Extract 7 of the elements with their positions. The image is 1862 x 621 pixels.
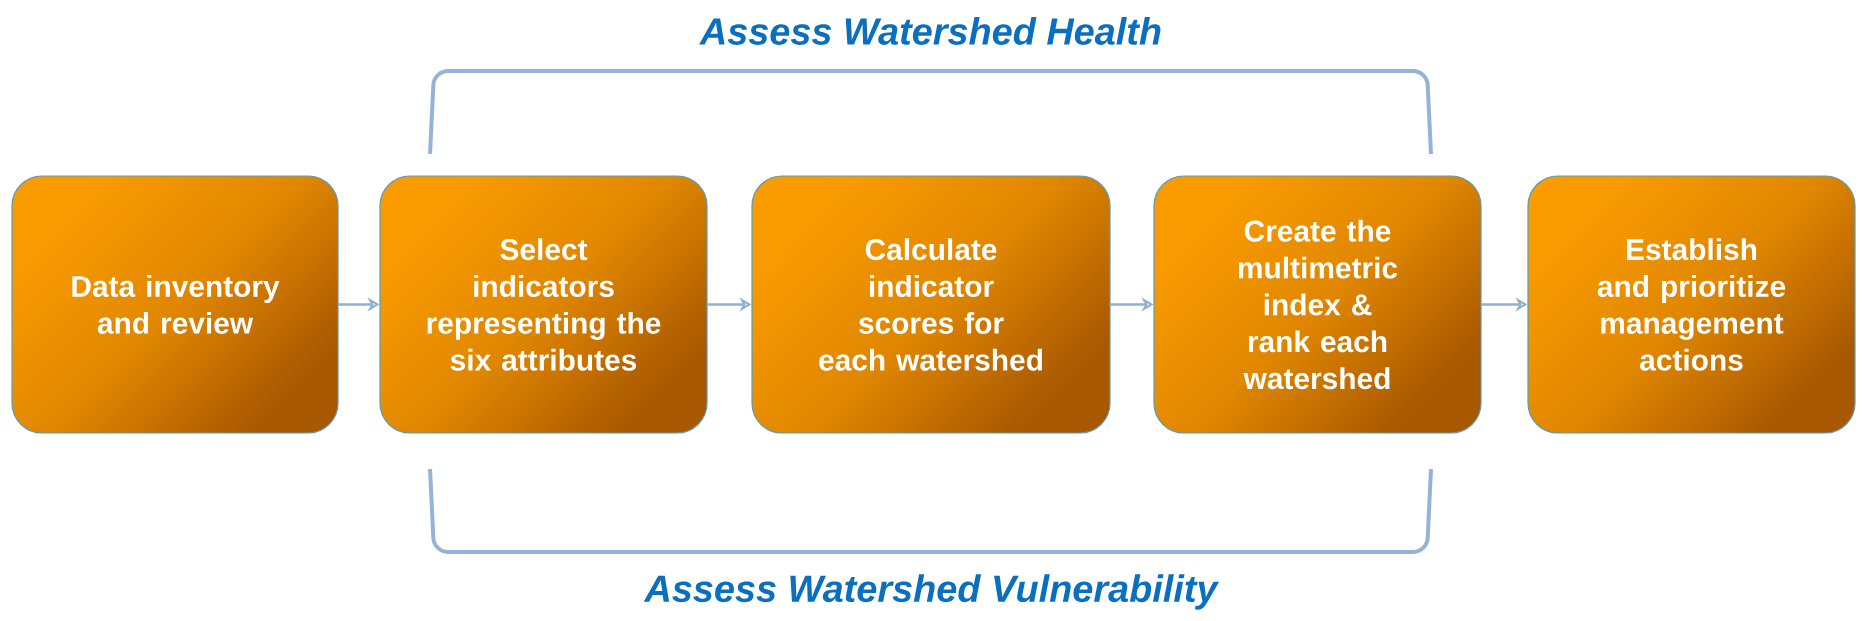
process-box: Calculate indicator scores for each watershed xyxy=(751,175,1111,434)
process-box: Data inventory and review xyxy=(11,175,339,434)
process-box: Select indicators representing the six attributes xyxy=(379,175,708,434)
process-box: Establish and prioritize management actions xyxy=(1527,175,1856,434)
section-title: Assess Watershed Vulnerability xyxy=(643,574,1220,610)
process-box: Create the multimetric index & rank each watershed xyxy=(1153,175,1482,434)
section-title: Assess Watershed Health xyxy=(699,17,1161,45)
